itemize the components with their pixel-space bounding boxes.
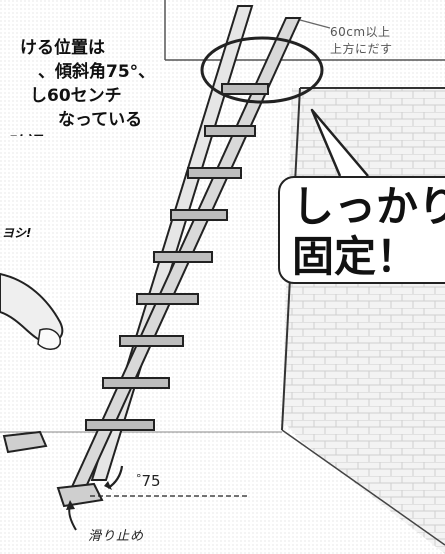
instruction-line: 、傾斜角75°、 bbox=[38, 62, 156, 82]
instruction-line: 確認 bbox=[0, 132, 175, 136]
antislip-arrow-head bbox=[66, 500, 75, 510]
ladder bbox=[2, 5, 302, 508]
extension-note: 60cm以上 上方にだす bbox=[330, 24, 445, 58]
fix-callout-text: しっかり 固定！ bbox=[292, 182, 445, 282]
instruction-line: し60センチ bbox=[30, 86, 122, 106]
ladder-rung bbox=[187, 167, 242, 179]
ladder-rung bbox=[136, 293, 199, 305]
callout-line: 固定！ bbox=[292, 232, 419, 281]
ladder-rung bbox=[153, 251, 213, 263]
angle-arrow-head bbox=[104, 481, 112, 490]
ladder-foot-left bbox=[2, 430, 48, 454]
instruction-line: なっている bbox=[58, 110, 143, 130]
instruction-text: ける位置は 、傾斜角75°、 し60センチ なっている 確認 bbox=[0, 36, 175, 136]
worker-speech: ヨシ! bbox=[2, 226, 32, 240]
callout-tail bbox=[310, 108, 369, 177]
antislip-label: 滑り止め bbox=[88, 529, 145, 544]
extension-highlight-ellipse bbox=[200, 36, 324, 104]
ladder-rung bbox=[204, 125, 256, 137]
instruction-line: ける位置は bbox=[20, 38, 105, 58]
angle-value: 75 bbox=[141, 472, 161, 490]
extension-note-line: 上方にだす bbox=[330, 42, 393, 56]
angle-label: °75 bbox=[136, 472, 161, 490]
degree-mark: ° bbox=[136, 472, 142, 485]
note-pointer-line bbox=[299, 19, 331, 29]
ladder-rung bbox=[119, 335, 184, 347]
extension-note-line: 60cm以上 bbox=[330, 25, 391, 39]
ladder-rung bbox=[102, 377, 170, 389]
callout-line: しっかり bbox=[292, 182, 445, 231]
fix-callout-bubble: しっかり 固定！ bbox=[278, 176, 445, 284]
ground-line bbox=[281, 429, 445, 546]
ladder-rung bbox=[85, 419, 155, 431]
worker-hand bbox=[37, 328, 61, 350]
ladder-rung bbox=[221, 83, 269, 95]
ladder-rung bbox=[170, 209, 228, 221]
ladder-foot-right bbox=[56, 482, 104, 508]
